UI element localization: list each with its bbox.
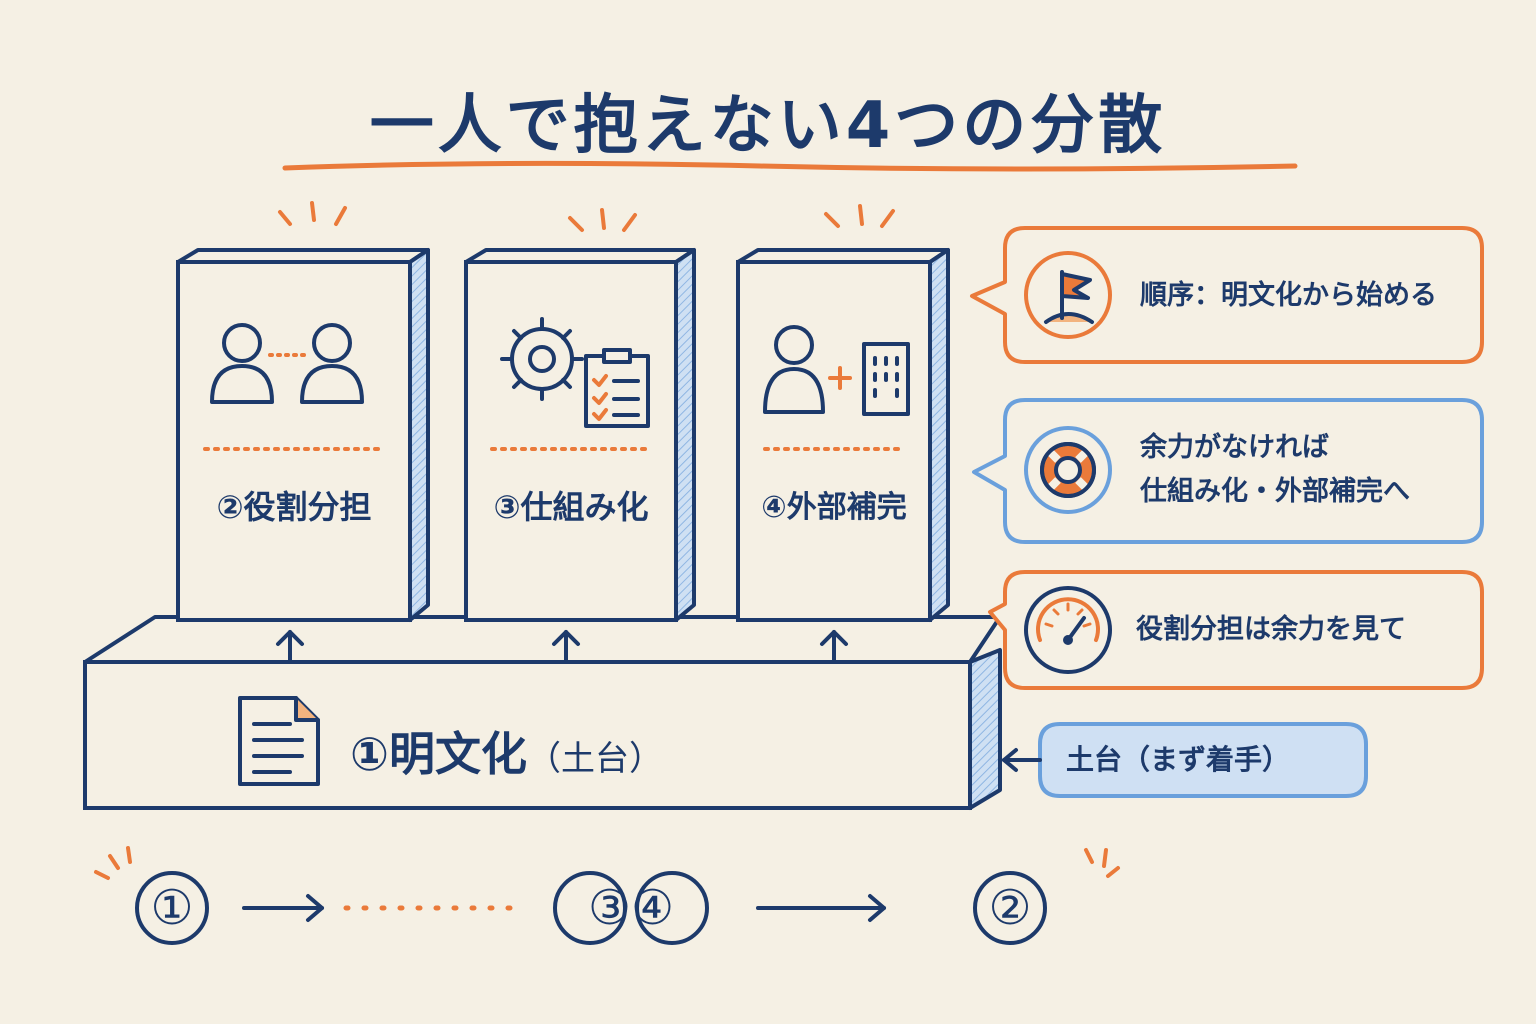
pillar-3-label: ③仕組み化	[493, 488, 649, 526]
flow-sparkle-left	[94, 846, 132, 880]
base-label: ①明文化（土台）	[350, 718, 663, 784]
note-2-line-2: 仕組み化・外部補完へ	[1140, 476, 1410, 507]
note-1-bubble	[970, 226, 1484, 364]
gauge-icon	[1036, 597, 1100, 645]
pillar-3-box	[464, 248, 696, 622]
pillar-4-box	[736, 248, 950, 622]
note-2-text: 余力がなければ 仕組み化・外部補完へ	[1140, 426, 1410, 514]
flow-circle-1	[135, 871, 209, 945]
pillar-4-label: ④外部補完	[761, 490, 907, 525]
flag-icon	[1044, 270, 1094, 324]
person-plus-building-icon	[763, 325, 910, 416]
flow-step-2: ②	[988, 880, 1032, 936]
document-icon	[238, 696, 320, 786]
flow-sparkle-right	[1084, 848, 1120, 878]
note-2-line-1: 余力がなければ	[1140, 432, 1329, 463]
note-3-bubble	[988, 570, 1484, 690]
flow-step-1: ①	[150, 880, 194, 936]
pillar-2-sparkle	[278, 201, 347, 226]
base-block	[83, 615, 1002, 810]
note-4-text: 土台（まず着手）	[1066, 743, 1291, 776]
base-label-sub: （土台）	[526, 739, 663, 779]
base-label-main: ①明文化	[350, 727, 527, 781]
flow-arrow-1	[242, 894, 324, 922]
flow-circle-3	[553, 871, 627, 945]
note-3-text: 役割分担は余力を見て	[1136, 614, 1406, 645]
pillar-2-label: ②役割分担	[216, 488, 372, 526]
pillar-4-sparkle	[824, 204, 895, 228]
people-link-icon	[210, 323, 364, 404]
title-underline	[282, 160, 1298, 172]
up-arrows	[276, 630, 848, 662]
gear-checklist-icon	[500, 317, 650, 428]
note-1-text: 順序：明文化から始める	[1140, 280, 1437, 311]
lifebuoy-icon	[1040, 442, 1096, 498]
pillar-2-box	[176, 248, 430, 622]
page-title: 一人で抱えない4つの分散	[369, 89, 1167, 163]
flow-step-34: ③④	[587, 880, 675, 936]
flow-arrow-2	[756, 894, 886, 922]
note-2-bubble	[972, 398, 1484, 544]
flow-circle-2	[973, 871, 1047, 945]
pillar-3-sparkle	[568, 208, 637, 232]
flow-circle-4	[635, 871, 709, 945]
note-4-bubble	[1002, 722, 1368, 798]
